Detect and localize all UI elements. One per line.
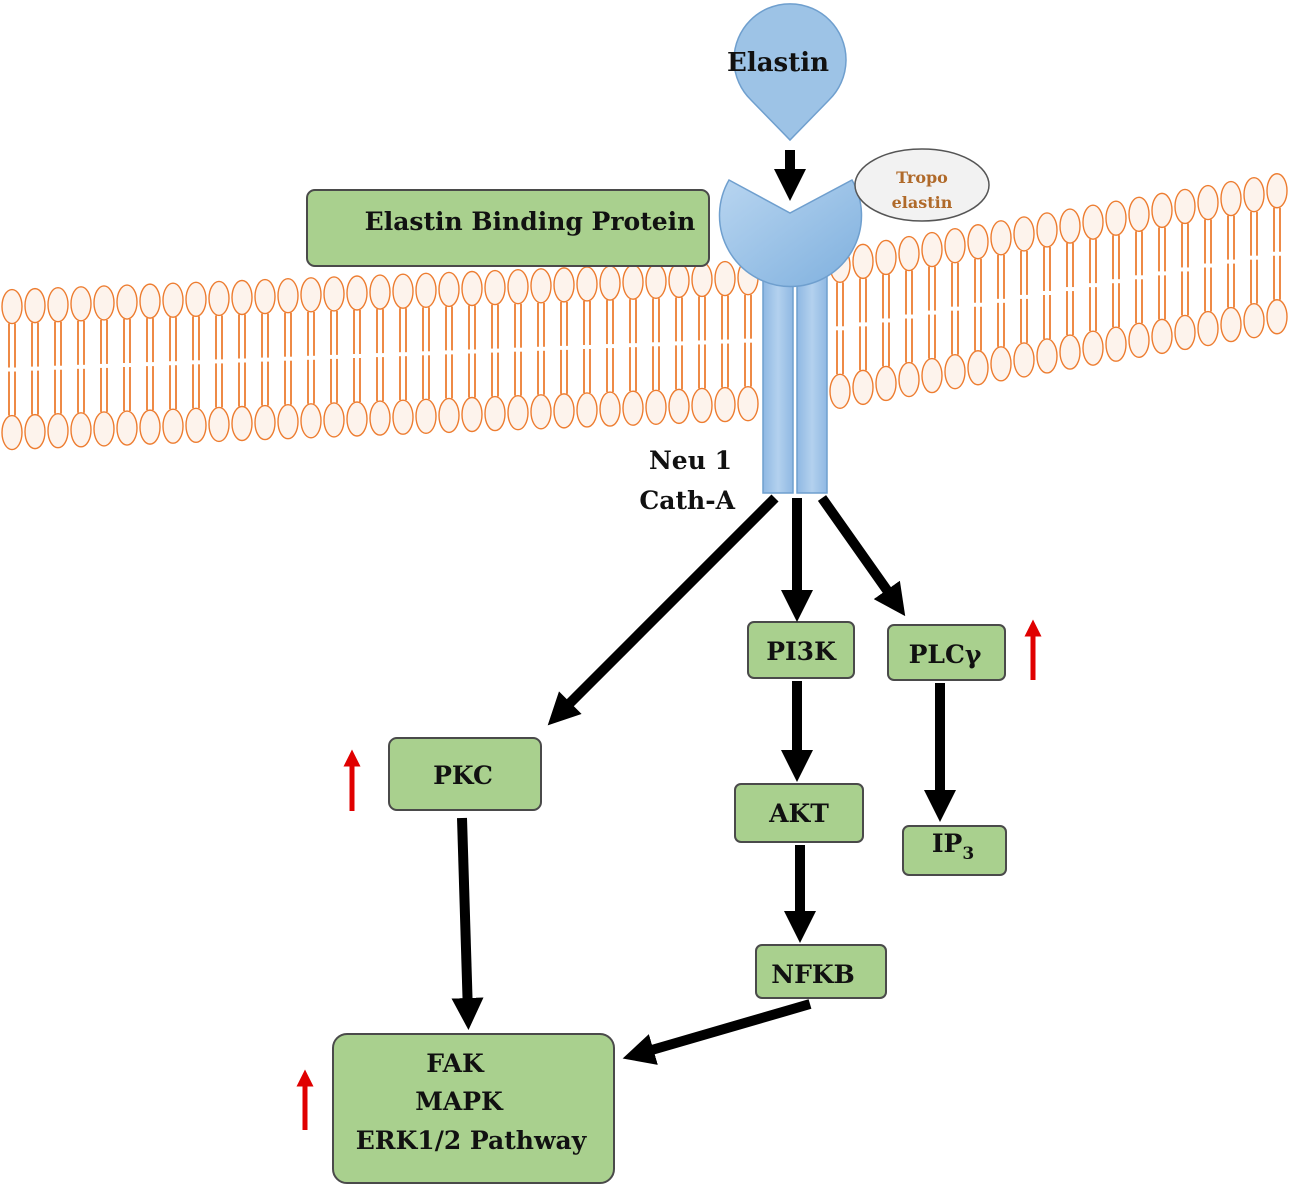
phospholipid (24, 287, 46, 450)
phospholipid (1105, 200, 1127, 362)
phospholipid (576, 266, 598, 428)
phospholipid (507, 268, 529, 431)
nfkb-box (755, 944, 887, 999)
phospholipid (1082, 204, 1104, 366)
plcg-label: PLCγ (909, 640, 982, 669)
phospholipid (1243, 176, 1265, 339)
phospholipid (185, 281, 207, 444)
phospholipid (921, 231, 943, 394)
ip3-label-subscript: 3 (962, 844, 974, 864)
erk-pathway-label: ERK1/2 Pathway (356, 1126, 588, 1155)
receptor-head (718, 178, 863, 288)
phospholipid (369, 274, 391, 436)
phospholipid (162, 282, 184, 444)
tropoelastin-label-1: Tropo (896, 168, 948, 187)
phospholipid (1151, 192, 1173, 355)
phospholipid (415, 272, 437, 434)
arrow-pkc-to-fak (451, 817, 484, 1030)
elastin-label: Elastin (727, 48, 829, 78)
phospholipid (967, 224, 989, 386)
tropoelastin-ellipse (854, 148, 990, 222)
phospholipid (231, 279, 253, 442)
phospholipid (1220, 180, 1242, 343)
phospholipid (47, 287, 69, 449)
phospholipid (208, 280, 230, 443)
ip3-box (902, 825, 1007, 876)
phospholipid (1174, 188, 1196, 351)
phospholipid (438, 271, 460, 434)
phospholipid (668, 262, 690, 425)
akt-box (734, 783, 864, 843)
nfkb-label: NFKB (771, 960, 854, 989)
phospholipid (944, 227, 966, 390)
arrow-receptor-to-pkc (547, 494, 779, 726)
cell-membrane (1, 173, 1288, 451)
phospholipid (116, 284, 138, 446)
phospholipid (70, 286, 92, 448)
phospholipid (898, 235, 920, 398)
phospholipid (139, 283, 161, 445)
phospholipid (645, 263, 667, 425)
mapk-label: MAPK (415, 1087, 504, 1116)
phospholipid (553, 267, 575, 429)
phospholipid (392, 273, 414, 435)
ip3-label: IP3 (932, 829, 974, 864)
phospholipid (1128, 196, 1150, 358)
cath-a-label: Cath-A (639, 486, 735, 515)
elastin-ligand (733, 3, 847, 142)
phospholipid (622, 264, 644, 426)
pi3k-label: PI3K (766, 637, 837, 666)
phospholipid (323, 276, 345, 438)
pkc-box (388, 737, 542, 811)
phospholipid (1036, 212, 1058, 374)
arrow-receptor-to-plcg (817, 495, 906, 617)
phospholipid (461, 270, 483, 433)
phospholipid (93, 285, 115, 447)
pkc-label: PKC (433, 761, 493, 790)
phospholipid (852, 243, 874, 406)
phospholipid (599, 265, 621, 427)
phospholipid (1197, 184, 1219, 347)
phospholipid (484, 269, 506, 432)
plcg-box (887, 624, 1006, 681)
phospholipid (300, 277, 322, 439)
phospholipid (875, 239, 897, 402)
tropoelastin-label-2: elastin (892, 193, 953, 212)
phospholipid (990, 220, 1012, 382)
receptor-transmembrane-domain (762, 274, 828, 494)
phospholipid (254, 278, 276, 441)
phospholipid (277, 278, 299, 440)
phospholipid (1, 288, 23, 451)
fak-label: FAK (426, 1049, 485, 1078)
flow-arrows (451, 150, 957, 1065)
arrow-nfkb-to-fak (622, 999, 812, 1065)
phospholipid (530, 268, 552, 430)
phospholipid (691, 261, 713, 424)
phospholipid (1013, 216, 1035, 378)
phospholipid (737, 259, 759, 422)
neu1-label: Neu 1 (649, 446, 732, 475)
fak-mapk-erk-box (332, 1033, 615, 1184)
phospholipid (714, 260, 736, 423)
elastin-binding-protein-box (306, 189, 710, 267)
elastin-binding-protein-label: Elastin Binding Protein (365, 207, 696, 236)
upregulation-arrows (296, 619, 1042, 1130)
phospholipid (1059, 208, 1081, 370)
akt-label: AKT (768, 799, 829, 828)
phospholipid (346, 275, 368, 437)
ip3-label-base: IP (932, 829, 963, 858)
phospholipid (1266, 173, 1288, 335)
